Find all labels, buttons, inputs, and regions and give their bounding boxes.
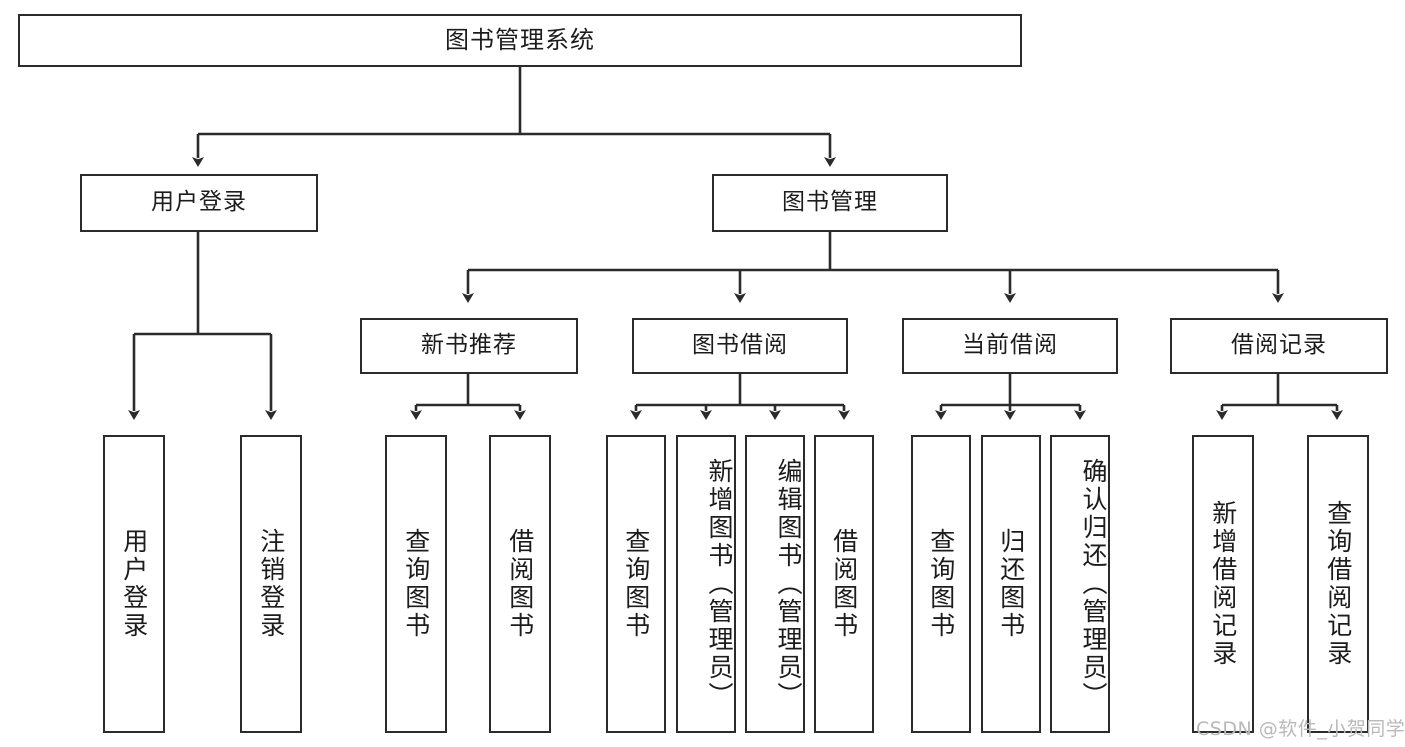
leaf-label: 查询图书 (401, 528, 431, 640)
leaf-book-borrow-edit-book-admin[interactable]: 编辑图书（管理员） (745, 435, 805, 733)
node-root-book-management-system[interactable]: 图书管理系统 (18, 14, 1022, 67)
leaf-label: 新增图书（管理员） (705, 458, 734, 710)
node-root-label: 图书管理系统 (445, 26, 595, 55)
leaf-user-login-logout[interactable]: 注销登录 (240, 435, 302, 733)
leaf-book-borrow-borrow-book[interactable]: 借阅图书 (814, 435, 874, 733)
leaf-current-borrow-return-book[interactable]: 归还图书 (981, 435, 1041, 733)
leaf-label: 注销登录 (256, 528, 286, 640)
node-book-management-label: 图书管理 (782, 189, 878, 216)
leaf-user-login-login[interactable]: 用户登录 (103, 435, 165, 733)
node-book-borrow[interactable]: 图书借阅 (632, 318, 848, 374)
node-user-login-label: 用户登录 (151, 189, 247, 216)
node-book-borrow-label: 图书借阅 (692, 332, 788, 359)
leaf-label: 借阅图书 (829, 528, 859, 640)
leaf-label: 查询借阅记录 (1323, 500, 1353, 668)
node-borrow-record[interactable]: 借阅记录 (1170, 318, 1388, 374)
leaf-label: 借阅图书 (505, 528, 535, 640)
node-book-management[interactable]: 图书管理 (712, 174, 948, 232)
leaf-label: 确认归还（管理员） (1079, 458, 1108, 710)
leaf-borrow-record-query-record[interactable]: 查询借阅记录 (1307, 435, 1369, 733)
leaf-label: 新增借阅记录 (1208, 500, 1238, 668)
node-new-book-recommend-label: 新书推荐 (421, 332, 517, 359)
leaf-label: 查询图书 (621, 528, 651, 640)
node-current-borrow[interactable]: 当前借阅 (902, 318, 1118, 374)
leaf-label: 编辑图书（管理员） (774, 458, 803, 710)
node-user-login[interactable]: 用户登录 (80, 174, 318, 232)
leaf-book-borrow-add-book-admin[interactable]: 新增图书（管理员） (676, 435, 736, 733)
leaf-label: 归还图书 (996, 528, 1026, 640)
leaf-label: 查询图书 (926, 528, 956, 640)
node-borrow-record-label: 借阅记录 (1231, 332, 1327, 359)
leaf-label: 用户登录 (119, 528, 149, 640)
node-current-borrow-label: 当前借阅 (962, 332, 1058, 359)
leaf-current-borrow-confirm-return-admin[interactable]: 确认归还（管理员） (1050, 435, 1110, 733)
leaf-borrow-record-add-record[interactable]: 新增借阅记录 (1192, 435, 1254, 733)
leaf-book-borrow-query-book[interactable]: 查询图书 (606, 435, 666, 733)
leaf-current-borrow-query-book[interactable]: 查询图书 (911, 435, 971, 733)
leaf-new-book-query-book[interactable]: 查询图书 (385, 435, 447, 733)
node-new-book-recommend[interactable]: 新书推荐 (360, 318, 578, 374)
leaf-new-book-borrow-book[interactable]: 借阅图书 (489, 435, 551, 733)
